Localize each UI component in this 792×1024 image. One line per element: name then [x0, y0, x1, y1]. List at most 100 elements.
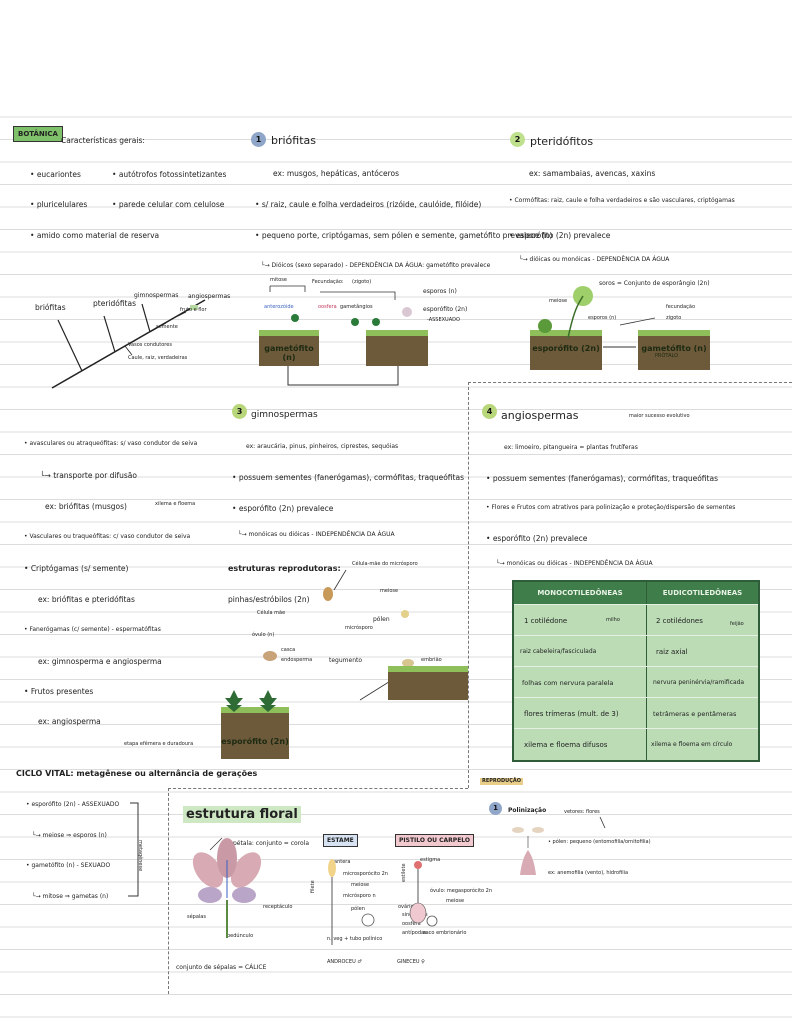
briofitas-gametangios: gametângios	[340, 304, 373, 310]
briofitas-line-3: • pequeno porte, criptógamas, sem pólen …	[255, 231, 553, 240]
pteridofitas-meiose: meiose	[549, 298, 568, 304]
section-number-4: 4	[482, 404, 497, 419]
pteridofitas-esporos: esporos (n)	[588, 315, 617, 321]
pistilo-label: PISTILO OU CARPELO	[395, 834, 475, 847]
angiospermas-line-4: • esporófito (2n) prevalece	[486, 534, 588, 543]
left-item-avasculares: • avasculares ou atraqueófitas: s/ vaso …	[24, 440, 198, 447]
gimno-ovulo: óvulo (n)	[252, 632, 275, 638]
bullet-autotrofos: • autótrofos fotossintetizantes	[112, 170, 227, 179]
estame-note-tubo: n. veg + tubo polínico	[327, 936, 383, 942]
estame-note-filete: filete	[310, 880, 316, 893]
pteridofitas-ground-gametofito: gametófito (n)	[638, 330, 710, 370]
pistilo-note-estigma: estigma	[420, 857, 441, 863]
pistilo-note-estilete: estilete	[401, 863, 407, 882]
gimno-endosperma: endosperma	[281, 657, 313, 663]
botanica-tag: BOTÂNICA	[13, 126, 63, 142]
flor-calice: conjunto de sépalas = CÁLICE	[176, 964, 267, 971]
angiospermas-line-3: • Flores e Frutos com atrativos para pol…	[486, 504, 736, 511]
briofitas-mitose: mitose	[270, 277, 287, 283]
pteridofitas-protalo: PRÓTALO	[655, 353, 679, 359]
androceu-label: ANDROCEU ♂	[327, 959, 362, 965]
bullet-parede-celular: • parede celular com celulose	[112, 200, 225, 209]
gimnospermas-title: gimnospermas	[251, 410, 318, 420]
angiospermas-ex: ex: limoeiro, pitangueira = plantas frut…	[504, 444, 638, 451]
table-row: raiz cabeleira/fasciculada raiz axial	[514, 635, 758, 667]
briofitas-assexuado: -ASSEXUADO	[427, 317, 460, 323]
left-item-ex-cripto: ex: briófitas e pteridófitas	[38, 595, 135, 604]
briofitas-oosfera: oosfera	[318, 304, 337, 310]
table-header-mono: MONOCOTILEDÔNEAS	[514, 582, 646, 604]
polinizacao-title: Polinização	[508, 807, 547, 814]
pistilo-note-saco: saco embrionário	[423, 930, 467, 936]
separator-middle-vertical	[468, 382, 469, 788]
gimnospermas-pinhas: pinhas/estróbilos (2n)	[228, 595, 310, 604]
separator-right-top	[468, 382, 792, 383]
polinizacao-linha-2: ex: anemofilia (vento), hidrofilia	[548, 870, 629, 876]
table-header-eudi: EUDICOTILEDÔNEAS	[647, 582, 758, 604]
ciclo-side-metagenese: metagênese	[137, 840, 143, 872]
briofitas-zigoto: (zigoto)	[352, 279, 372, 285]
briofitas-ground-esporofito	[366, 330, 428, 366]
briofitas-esporofito: esporófito (2n)	[423, 306, 468, 313]
angiospermas-line-2: • possuem sementes (fanerógamas), cormóf…	[486, 474, 718, 483]
pteridofitas-line-3: • esporófito (2n) prevalece	[509, 231, 611, 240]
gimno-celula-mae: Célula-mãe do micrósporo	[352, 561, 418, 567]
pteridofitas-soros: soros = Conjunto de esporângio (2n)	[599, 280, 710, 287]
estame-note-polen: pólen	[351, 906, 365, 912]
mono-eudi-table: MONOCOTILEDÔNEAS EUDICOTILEDÔNEAS 1 coti…	[512, 580, 760, 762]
flor-title: estrutura floral	[183, 806, 301, 823]
gimno-casca: casca	[281, 647, 296, 653]
bullet-pluricelulares: • pluricelulares	[30, 200, 88, 209]
pteridofitas-line-4: └→ dióicas ou monóicas - DEPENDÊNCIA DA …	[519, 256, 670, 263]
pteridofitas-title: pteridófitos	[530, 135, 594, 148]
gimnospermas-ground-2	[388, 666, 468, 700]
bullet-amido: • amido como material de reserva	[30, 231, 160, 240]
briofitas-fecundacao: Fecundação:	[312, 279, 344, 285]
gimnospermas-line-4: └→ monóicas ou dióicas - INDEPENDÊNCIA D…	[238, 531, 395, 538]
briofitas-ex: ex: musgos, hepáticas, antóceros	[273, 169, 399, 178]
polinizacao-linha-1: • pólen: pequeno (entomofilia/ornitofili…	[548, 839, 651, 845]
gimno-meiose: meiose	[380, 588, 399, 594]
pistilo-note-meiose: meiose	[446, 898, 465, 904]
gimnospermas-estruturas: estruturas reprodutoras:	[228, 564, 341, 573]
angiospermas-line-5: └→ monóicas ou dióicas - INDEPENDÊNCIA D…	[496, 560, 653, 567]
left-item-ex-fanero: ex: gimnosperma e angiosperma	[38, 657, 162, 666]
separator-bottom	[168, 788, 468, 789]
caracteristicas-heading: Características gerais:	[61, 136, 145, 145]
reproducao-number-1: 1	[489, 802, 502, 815]
left-item-ex-angio: ex: angiosperma	[38, 717, 101, 726]
flor-petala: pétala: conjunto = corola	[233, 840, 310, 847]
tree-label-fruto-flor: fruto e flor	[180, 307, 207, 313]
reproducao-label: REPRODUÇÃO	[480, 778, 524, 785]
tree-label-semente: semente	[156, 324, 178, 330]
table-row: flores trímeras (mult. de 3) tetrâmeras …	[514, 697, 758, 729]
flor-sepalas: sépalas	[187, 914, 206, 920]
tree-label-vasos: Vasos condutores	[128, 342, 172, 348]
estame-note-antera: antera	[334, 859, 351, 865]
tree-label-caule-raiz: Caule, raiz, verdadeiras	[128, 355, 188, 361]
ciclo-gametofito: • gametófito (n) - SEXUADO	[26, 862, 111, 869]
briofitas-esporos: esporos (n)	[423, 288, 457, 295]
pteridofitas-fecundacao: fecundação	[666, 304, 696, 310]
section-number-3: 3	[232, 404, 247, 419]
briofitas-anterozoide: anterozóide	[264, 304, 294, 310]
estame-note-meiose: meiose	[351, 882, 370, 888]
pistilo-note-ovario: ovário	[398, 904, 414, 910]
tree-label-angiospermas: angiospermas	[188, 293, 231, 300]
pistilo-note-oosfera: oosfera	[402, 921, 421, 927]
left-item-vasculares: • Vasculares ou traqueófitas: c/ vaso co…	[24, 533, 191, 540]
polinizacao-vetores: vetores: flores	[564, 809, 600, 815]
pteridofitas-ex: ex: samambaias, avencas, xaxins	[529, 169, 656, 178]
table-extra-feijao: feijão	[730, 621, 744, 627]
estame-note-microsporo: micrósporo n	[343, 893, 376, 899]
estame-note-microsporocito: microsporócito 2n	[343, 871, 388, 877]
ciclo-meiose: └→ meiose ⇒ esporos (n)	[32, 832, 107, 839]
briofitas-line-2: • s/ raiz, caule e folha verdadeiros (ri…	[255, 200, 482, 209]
pteridofitas-line-2: • Cormófitas: raiz, caule e folha verdad…	[509, 197, 735, 204]
